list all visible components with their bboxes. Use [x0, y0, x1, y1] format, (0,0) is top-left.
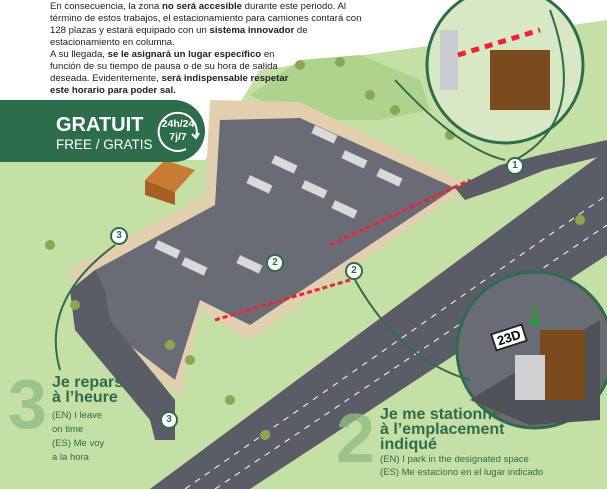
guide-arrows: [54, 9, 565, 381]
intro-text-bold: sistema innovador: [209, 25, 295, 36]
trees: [45, 57, 585, 440]
intro-text-part: en función de su tiempo de pausa o de su…: [50, 49, 278, 84]
step-2-en: (EN) I park in the designated space: [380, 454, 529, 465]
circular-arrow-icon: [157, 111, 200, 152]
step-3-es: (ES) Me voy: [52, 438, 105, 449]
step-marker-3: 3: [110, 227, 128, 245]
free-banner: GRATUIT FREE / GRATIS 24h/24 7j/7: [0, 100, 205, 162]
access-road: [70, 270, 175, 440]
parking-rows: [153, 124, 403, 277]
intro-text-part: durante este periodo. Al término de esto…: [50, 1, 362, 36]
banner-subtitle: FREE / GRATIS: [56, 137, 153, 152]
zoom-circle-entrance: [425, 0, 585, 145]
intro-text-bold: se le asignará un lugar específico: [107, 49, 262, 60]
step-3-es: a la hora: [52, 452, 89, 463]
zoom-circle-space: [455, 270, 607, 430]
step-3-number: 3: [8, 365, 47, 443]
building: [145, 160, 195, 205]
step-3-title-line: Je repars: [52, 374, 124, 391]
clock-badge: 24h/24 7j/7: [156, 109, 200, 153]
step-2-title-line: à l’emplacement: [380, 421, 505, 438]
step-2-title-line: indiqué: [380, 436, 437, 453]
step-marker-2: 2: [266, 254, 284, 272]
step-2-number: 2: [336, 399, 375, 477]
hours-text: 24h/24: [161, 118, 195, 130]
step-2-title-line: Je me stationne: [380, 406, 501, 423]
intro-text-part: En consecuencia, la zona: [50, 1, 163, 12]
parking-lot: [95, 118, 455, 380]
barrier: [329, 178, 471, 247]
step-marker-3: 3: [160, 411, 178, 429]
step-marker-2: 2: [345, 262, 363, 280]
step-3-title-line: à l’heure: [52, 389, 118, 406]
step-2-es: (ES) Me estaciono en el lugar indicado: [380, 467, 544, 478]
intro-text-bold: no será accesible: [162, 1, 243, 12]
intro-text-part: A su llegada,: [50, 49, 108, 60]
intro-text: En consecuencia, la zona no será accesib…: [50, 1, 370, 97]
entry-road: [455, 140, 607, 200]
days-text: 7j/7: [169, 131, 187, 143]
lane-markings: [184, 194, 607, 489]
step-3-en: on time: [52, 424, 84, 435]
intro-text-bold: será indispensable respetar este horario…: [50, 73, 289, 96]
step-2-subtitle: (EN) I park in the designated space (ES) …: [380, 453, 543, 479]
banner-title: GRATUIT: [56, 114, 144, 136]
step-marker-1: 1: [506, 157, 524, 175]
intro-text-part: de estacionamiento en columna.: [50, 25, 308, 48]
step-3-subtitle: (EN) I leave on time (ES) Me voy a la hora: [52, 409, 123, 465]
step-3-en: (EN) I leave: [52, 410, 103, 421]
highway: [150, 150, 607, 489]
